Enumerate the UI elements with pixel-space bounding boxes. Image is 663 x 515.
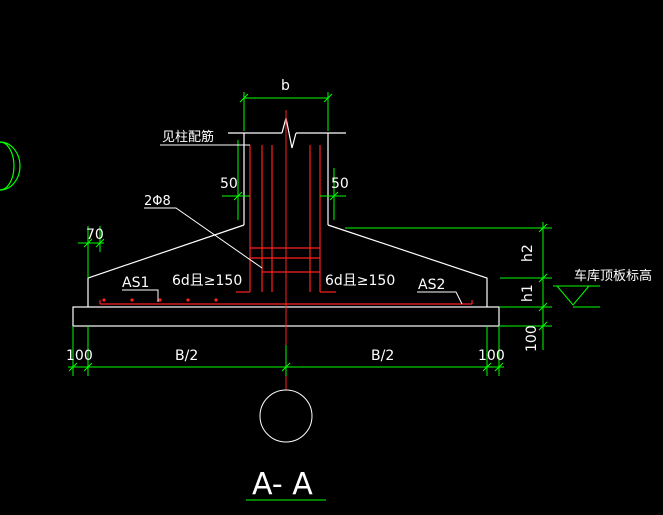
- label-garage-floor-level: 车库顶板标高: [574, 268, 652, 284]
- label-half-b-right: B/2: [371, 348, 394, 364]
- partial-circle-arc: [0, 141, 15, 191]
- leader-lines: [122, 144, 463, 305]
- section-title: A- A: [252, 467, 313, 502]
- label-anchor-left: 6d且≥150: [172, 273, 242, 289]
- label-half-b-left: B/2: [175, 348, 198, 364]
- label-dim-100-left: 100: [66, 348, 93, 364]
- bottom-bar-dots: [102, 298, 218, 302]
- label-column-width: b: [281, 78, 290, 94]
- label-column-rebar: 见柱配筋: [162, 129, 214, 145]
- label-as1: AS1: [122, 275, 149, 291]
- label-offset-right: 50: [331, 176, 349, 192]
- dimensions: [68, 92, 600, 501]
- label-edge-70: 70: [86, 227, 104, 243]
- label-h1: h1: [520, 284, 536, 302]
- label-offset-left: 50: [220, 176, 238, 192]
- label-as2: AS2: [418, 277, 445, 293]
- label-stirrup: 2Φ8: [144, 194, 171, 209]
- partial-circle-left: [0, 141, 21, 191]
- label-dim-100-right: 100: [524, 325, 540, 352]
- label-anchor-right: 6d且≥150: [325, 273, 395, 289]
- label-h2: h2: [520, 244, 536, 262]
- label-dim-100-bottom-right: 100: [478, 348, 505, 364]
